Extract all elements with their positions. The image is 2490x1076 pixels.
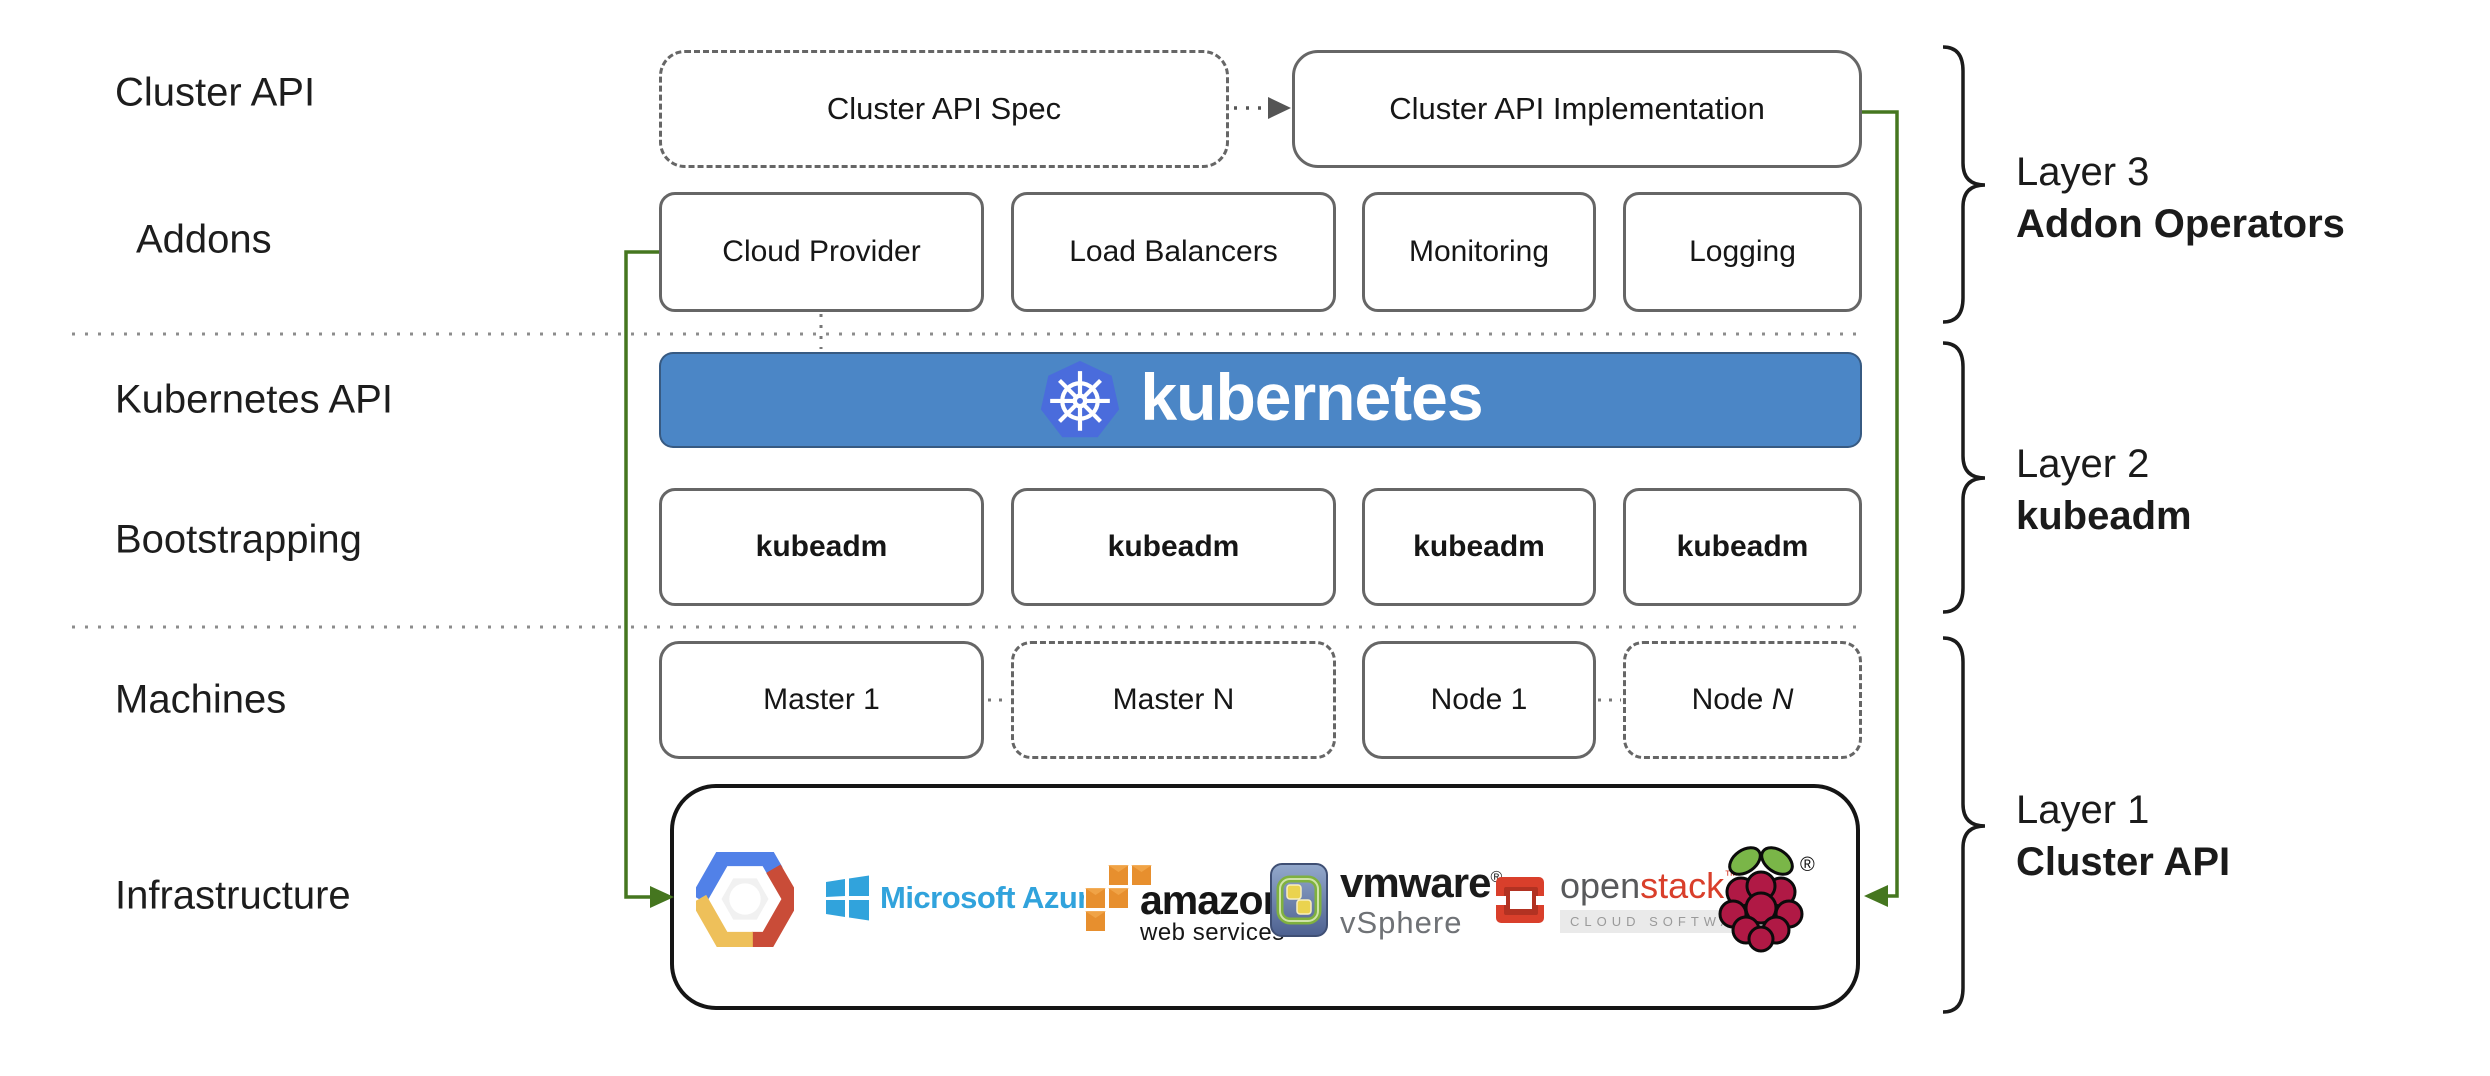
addon-label-load-balancers: Load Balancers — [1069, 235, 1278, 268]
row-label-machines: Machines — [115, 677, 287, 722]
layer-2-title: Layer 2 — [2016, 442, 2150, 486]
microsoft-azure-wordmark: Microsoft Azure — [880, 880, 1106, 915]
microsoft-azure-icon — [826, 875, 869, 921]
kubernetes-wordmark: kubernetes — [1140, 360, 1483, 434]
row-label-kubernetes-api: Kubernetes API — [115, 377, 393, 422]
addon-box-cloud-provider: Cloud Provider — [659, 192, 984, 312]
vmware-badge-icon — [1270, 863, 1328, 937]
layer-3-title: Layer 3 — [2016, 150, 2150, 194]
machine-box-node-n: Node N — [1623, 641, 1862, 759]
aws-wordmark-line2: web services — [1140, 918, 1285, 946]
kubeadm-label-3: kubeadm — [1413, 530, 1545, 563]
spec-to-implementation-arrow — [1234, 97, 1291, 119]
machine-box-master-n: Master N — [1011, 641, 1336, 759]
green-flow-line-right — [1862, 110, 1899, 907]
raspberry-pi-icon — [1718, 846, 1804, 953]
aws-wordmark-line1: amazon — [1140, 877, 1288, 923]
raspberry-pi-logo: ® — [1714, 842, 1815, 954]
kubernetes-banner: kubernetes — [659, 352, 1862, 448]
layer-1-title: Layer 1 — [2016, 788, 2150, 832]
machine-label-node-n: Node N — [1691, 683, 1794, 716]
kubeadm-label-2: kubeadm — [1107, 530, 1240, 563]
cluster-api-implementation-box: Cluster API Implementation — [1292, 50, 1862, 168]
green-flow-line-left — [624, 250, 674, 908]
layer-1-subtitle: Cluster API — [2016, 840, 2231, 884]
layer-1-brace — [1942, 636, 1986, 1014]
kubeadm-box-4: kubeadm — [1623, 488, 1862, 606]
openstack-icon — [1494, 876, 1548, 923]
row-label-infrastructure: Infrastructure — [115, 873, 351, 918]
vmware-wordmark-line2: vSphere — [1340, 905, 1463, 940]
machine-label-node-1: Node 1 — [1430, 683, 1528, 716]
kubeadm-box-3: kubeadm — [1362, 488, 1596, 606]
addon-label-logging: Logging — [1689, 235, 1796, 268]
row-label-addons: Addons — [136, 217, 272, 262]
addon-label-cloud-provider: Cloud Provider — [722, 235, 921, 268]
layer-2-subtitle: kubeadm — [2016, 494, 2192, 538]
layer-3-brace — [1942, 45, 1986, 324]
kubeadm-label-1: kubeadm — [755, 530, 888, 563]
addon-box-logging: Logging — [1623, 192, 1862, 312]
addon-box-monitoring: Monitoring — [1362, 192, 1596, 312]
kubeadm-label-4: kubeadm — [1676, 530, 1809, 563]
openstack-wordmark-block: openstack™ CLOUD SOFTWARE — [1560, 865, 1773, 933]
cluster-api-spec-label: Cluster API Spec — [826, 91, 1062, 126]
kubeadm-box-1: kubeadm — [659, 488, 984, 606]
cluster-api-spec-box: Cluster API Spec — [659, 50, 1229, 168]
infrastructure-box: Microsoft Azure — [670, 784, 1860, 1010]
openstack-wordmark: openstack™ — [1560, 865, 1739, 906]
addon-box-load-balancers: Load Balancers — [1011, 192, 1336, 312]
row-label-bootstrapping: Bootstrapping — [115, 517, 362, 562]
kubeadm-box-2: kubeadm — [1011, 488, 1336, 606]
layer-1-annotation: Layer 1 Cluster API — [2016, 784, 2230, 888]
addon-label-monitoring: Monitoring — [1408, 235, 1550, 268]
vmware-vsphere-logo: vmware® vSphere — [1270, 859, 1502, 940]
google-cloud-icon — [696, 852, 794, 947]
machine-box-master-1: Master 1 — [659, 641, 984, 759]
openstack-logo: openstack™ CLOUD SOFTWARE — [1494, 865, 1773, 933]
layer-2-brace — [1942, 341, 1986, 614]
vmware-registered-mark: ® — [1490, 869, 1502, 886]
layer-2-annotation: Layer 2 kubeadm — [2016, 438, 2192, 542]
layer-3-annotation: Layer 3 Addon Operators — [2016, 146, 2345, 250]
aws-wordmark: amazon web services — [1140, 877, 1288, 946]
vmware-wordmark: vmware® vSphere — [1340, 859, 1502, 940]
machine-label-master-1: Master 1 — [763, 683, 880, 716]
machine-label-master-n: Master N — [1112, 683, 1235, 716]
vmware-wordmark-line1: vmware® — [1340, 859, 1502, 906]
machine-box-node-1: Node 1 — [1362, 641, 1596, 759]
google-cloud-logo — [696, 852, 794, 947]
raspberry-pi-registered-mark: ® — [1800, 854, 1815, 876]
microsoft-azure-logo: Microsoft Azure — [824, 874, 1106, 922]
aws-cubes-icon — [1084, 864, 1153, 933]
row-label-cluster-api: Cluster API — [115, 70, 316, 115]
aws-logo: amazon web services — [1082, 864, 1288, 946]
kubernetes-logo-icon — [1041, 360, 1120, 438]
layer-3-subtitle: Addon Operators — [2016, 202, 2345, 246]
cluster-api-implementation-label: Cluster API Implementation — [1389, 91, 1765, 126]
